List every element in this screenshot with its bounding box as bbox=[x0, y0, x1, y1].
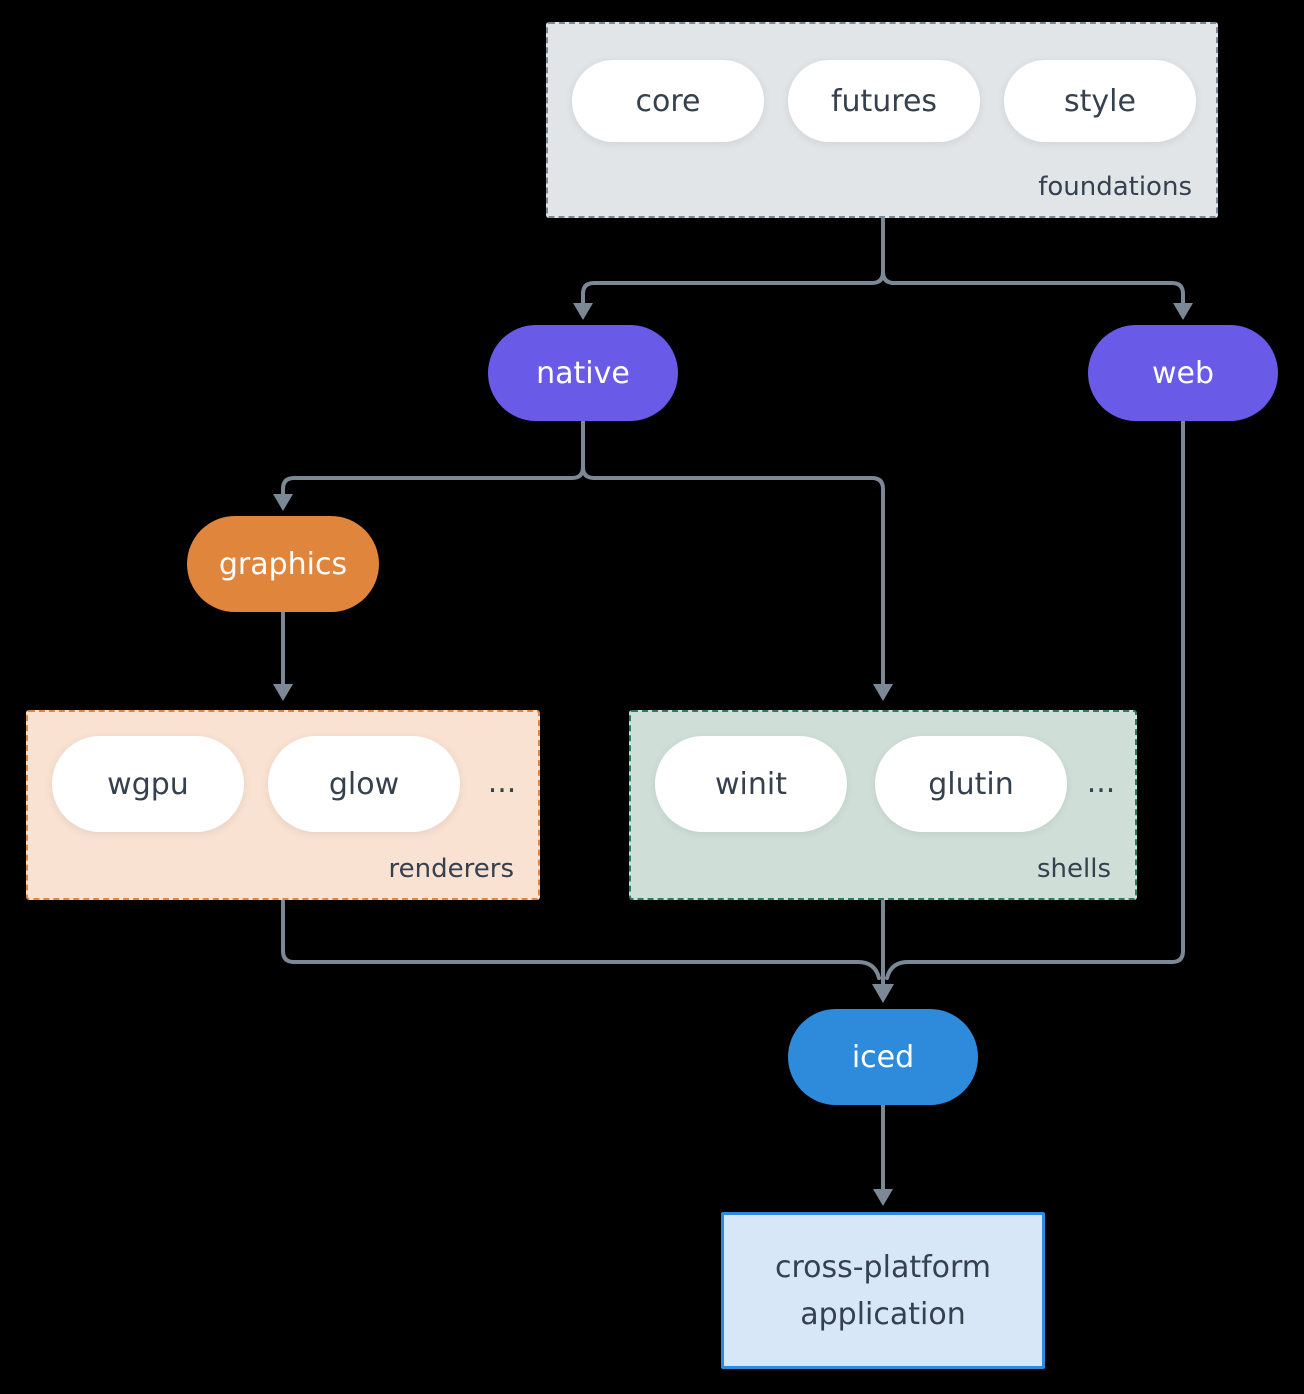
arrowhead-native bbox=[573, 303, 593, 320]
node-iced-label: iced bbox=[851, 1039, 915, 1075]
group-foundations-label: foundations bbox=[1038, 172, 1192, 202]
node-style: style bbox=[1004, 60, 1196, 142]
edge-foundations-native bbox=[573, 216, 885, 320]
shells-ellipsis: ... bbox=[1086, 765, 1116, 800]
node-futures-label: futures bbox=[830, 83, 938, 119]
group-shells-label: shells bbox=[1036, 854, 1111, 884]
node-iced: iced bbox=[788, 1009, 978, 1105]
node-glow-label: glow bbox=[328, 766, 400, 802]
group-foundations: core futures style foundations bbox=[546, 22, 1218, 218]
node-glow: glow bbox=[268, 736, 460, 832]
arrowhead-graphics bbox=[273, 494, 293, 511]
node-glutin-label: glutin bbox=[928, 766, 1014, 802]
node-core: core bbox=[572, 60, 764, 142]
edge-graphics-renderers bbox=[273, 610, 293, 701]
edge-shells-iced bbox=[872, 898, 894, 1003]
node-glutin: glutin bbox=[875, 736, 1067, 832]
group-shells: winit glutin ... shells bbox=[629, 710, 1137, 900]
arrowhead-application bbox=[873, 1189, 893, 1206]
arrowhead-web bbox=[1173, 303, 1193, 320]
arrowhead-iced bbox=[872, 984, 894, 1003]
edge-iced-application bbox=[873, 1103, 893, 1206]
arrowhead-shells bbox=[873, 684, 893, 701]
edge-native-graphics bbox=[273, 419, 585, 511]
edge-renderers-iced bbox=[281, 898, 881, 980]
node-graphics-label: graphics bbox=[218, 546, 348, 582]
node-wgpu-label: wgpu bbox=[107, 766, 189, 802]
edge-foundations-web bbox=[881, 216, 1193, 320]
edge-native-shells bbox=[581, 419, 893, 701]
group-renderers: wgpu glow ... renderers bbox=[26, 710, 540, 900]
arrowhead-renderers bbox=[273, 684, 293, 701]
group-renderers-label: renderers bbox=[388, 854, 514, 884]
renderers-ellipsis: ... bbox=[487, 765, 517, 800]
node-winit: winit bbox=[655, 736, 847, 832]
node-futures: futures bbox=[788, 60, 980, 142]
node-wgpu: wgpu bbox=[52, 736, 244, 832]
node-style-label: style bbox=[1064, 83, 1136, 119]
node-graphics: graphics bbox=[187, 516, 379, 612]
node-winit-label: winit bbox=[715, 766, 787, 802]
node-web: web bbox=[1088, 325, 1278, 421]
node-native-label: native bbox=[536, 355, 630, 391]
node-application: cross-platform application bbox=[721, 1212, 1045, 1369]
node-web-label: web bbox=[1151, 355, 1215, 391]
node-application-line2: application bbox=[800, 1296, 966, 1332]
node-core-label: core bbox=[635, 83, 701, 119]
node-native: native bbox=[488, 325, 678, 421]
node-application-line1: cross-platform bbox=[774, 1249, 992, 1285]
